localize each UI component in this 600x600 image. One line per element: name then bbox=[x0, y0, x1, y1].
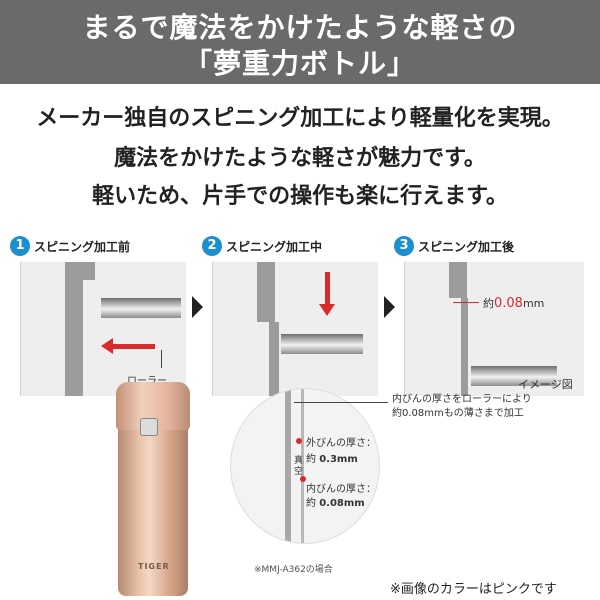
outer-value: 0.3mm bbox=[319, 454, 358, 465]
bottle-wall-lower bbox=[269, 322, 279, 396]
outer-wall bbox=[285, 389, 291, 543]
callout-line2: 約0.08mmもの薄さまで加工 bbox=[392, 408, 524, 419]
outer-thickness-value: 約 0.3mm bbox=[306, 450, 358, 465]
thickness-value: 0.08 bbox=[494, 296, 523, 311]
banner-title-line2: 「夢重力ボトル」 bbox=[183, 47, 416, 80]
step-title: スピニング加工中 bbox=[226, 240, 323, 254]
roller bbox=[471, 366, 557, 386]
zoom-detail-circle: 真空 bbox=[230, 388, 380, 544]
leader-line bbox=[161, 350, 162, 368]
bottle-illustration: TIGER bbox=[116, 382, 190, 596]
intro-line3: 軽いため、片手での操作も楽に行えます。 bbox=[92, 184, 508, 209]
arrow-left-icon bbox=[107, 344, 155, 349]
roller bbox=[101, 298, 181, 318]
measure-line bbox=[453, 302, 479, 303]
bottle-wall-upper bbox=[257, 262, 275, 322]
image-note: イメージ図 bbox=[518, 378, 573, 391]
step-panel: ローラー bbox=[20, 262, 186, 396]
outer-thickness-label: 外びんの厚さ： bbox=[306, 438, 376, 449]
model-note: ※MMJ-A362の場合 bbox=[254, 565, 333, 575]
chevron-right-icon bbox=[192, 296, 203, 318]
step-title: スピニング加工後 bbox=[418, 240, 515, 254]
thickness-unit: mm bbox=[522, 297, 545, 310]
inner-thickness-value: 約 0.08mm bbox=[306, 494, 365, 509]
thickness-label: 約0.08mm bbox=[483, 295, 544, 311]
bottle-wall bbox=[65, 262, 83, 396]
lid-button bbox=[140, 418, 158, 436]
color-note: ※画像のカラーはピンクです bbox=[390, 582, 557, 597]
outer-value-prefix: 約 bbox=[306, 454, 316, 465]
step-title: スピニング加工前 bbox=[34, 240, 131, 254]
arrow-down-icon bbox=[325, 272, 330, 306]
inner-marker-dot bbox=[300, 476, 306, 482]
bottle-logo-text: TIGER bbox=[138, 562, 170, 571]
step-number-badge: 2 bbox=[202, 236, 222, 256]
arrow-head-icon bbox=[319, 304, 335, 316]
callout-leader-line bbox=[294, 402, 388, 403]
outer-marker-dot bbox=[296, 438, 302, 444]
inner-value: 0.08mm bbox=[319, 498, 365, 509]
banner-title-line1: まるで魔法をかけたような軽さの bbox=[82, 11, 518, 44]
inner-wall bbox=[301, 389, 304, 543]
bottle-wall-thin bbox=[461, 298, 468, 396]
chevron-right-icon bbox=[384, 296, 395, 318]
roller bbox=[281, 334, 363, 354]
bottle-logo: TIGER bbox=[138, 562, 170, 574]
vacuum-label: 真空 bbox=[292, 455, 302, 477]
step-panel bbox=[212, 262, 378, 396]
intro-line2: 魔法をかけたような軽さが魅力です。 bbox=[114, 146, 486, 171]
inner-value-prefix: 約 bbox=[306, 498, 316, 509]
intro-line1: メーカー独自のスピニング加工により軽量化を実現。 bbox=[36, 106, 564, 131]
callout-line1: 内びんの厚さをローラーにより bbox=[392, 394, 532, 405]
arrow-head-icon bbox=[101, 338, 113, 354]
step-panel: 約0.08mm bbox=[404, 262, 584, 396]
step-number-badge: 3 bbox=[394, 236, 414, 256]
inner-thickness-label: 内びんの厚さ： bbox=[306, 484, 376, 495]
bottle-wall-upper bbox=[449, 262, 467, 298]
thickness-prefix: 約 bbox=[483, 297, 494, 310]
step-number-badge: 1 bbox=[10, 236, 30, 256]
bottle-wall-lip bbox=[83, 262, 95, 280]
roller-label: ローラー bbox=[127, 372, 167, 387]
header-banner: まるで魔法をかけたような軽さの 「夢重力ボトル」 bbox=[0, 0, 600, 84]
